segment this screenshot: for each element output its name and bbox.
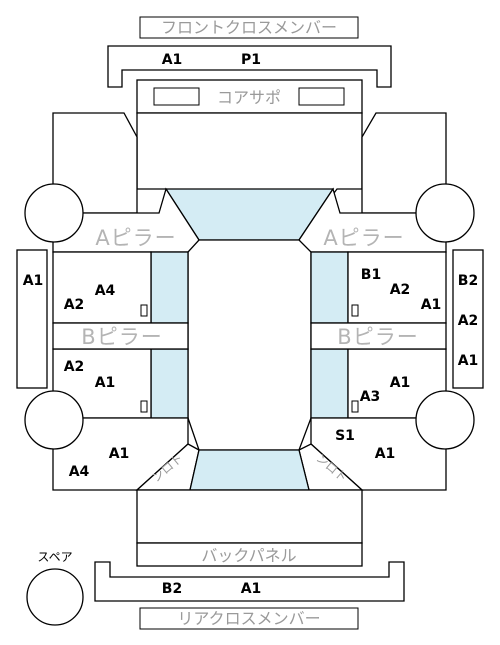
right-rear-window[interactable] xyxy=(310,348,349,419)
damage-code: A1 xyxy=(23,273,44,289)
rear-cross-member-label: リアクロスメンバー xyxy=(177,609,320,628)
damage-code: B1 xyxy=(361,267,381,283)
core-support-label: コアサポ xyxy=(217,88,281,107)
door-handle xyxy=(140,400,148,413)
left-b-pillar[interactable] xyxy=(52,322,189,350)
front-left-wheel[interactable] xyxy=(24,183,84,243)
damage-code: A1 xyxy=(95,375,116,391)
trunk[interactable] xyxy=(136,489,363,544)
front-right-wheel[interactable] xyxy=(415,183,475,243)
damage-code: P1 xyxy=(241,52,261,68)
right-front-window[interactable] xyxy=(310,251,349,324)
door-handle xyxy=(140,304,148,317)
damage-code: A1 xyxy=(390,375,411,391)
damage-code: A4 xyxy=(95,283,116,299)
damage-code: B2 xyxy=(458,273,478,289)
right-front-door[interactable] xyxy=(347,251,447,324)
roof[interactable] xyxy=(187,239,312,451)
right-b-pillar[interactable] xyxy=(310,322,447,350)
rear-left-wheel[interactable] xyxy=(24,390,84,450)
damage-code: A2 xyxy=(458,313,479,329)
damage-code: A1 xyxy=(241,581,262,597)
b-pillar-label-right: Bピラー xyxy=(337,325,418,349)
a-pillar-label-left: Aピラー xyxy=(95,226,176,250)
damage-code: B2 xyxy=(162,581,182,597)
damage-code: A1 xyxy=(162,52,183,68)
front-cross-member-box[interactable] xyxy=(139,16,359,39)
door-handle xyxy=(351,304,359,317)
headlight-right[interactable] xyxy=(298,87,345,106)
rear-window[interactable] xyxy=(189,449,310,491)
back-panel[interactable] xyxy=(136,542,363,567)
rear-cross-member-box[interactable] xyxy=(139,607,359,630)
damage-code: A2 xyxy=(64,297,85,313)
spare-label: スペア xyxy=(37,550,72,564)
damage-code: A4 xyxy=(69,464,90,480)
door-handle xyxy=(351,400,359,413)
rear-right-wheel[interactable] xyxy=(415,390,475,450)
damage-code: A1 xyxy=(109,446,130,462)
headlight-left[interactable] xyxy=(153,87,200,106)
b-pillar-label-left: Bピラー xyxy=(81,325,162,349)
right-rear-door[interactable] xyxy=(347,348,447,419)
spare-tire[interactable] xyxy=(26,568,84,626)
left-rear-door[interactable] xyxy=(52,348,152,419)
left-rear-window[interactable] xyxy=(150,348,189,419)
damage-code: S1 xyxy=(335,428,355,444)
right-side-sill[interactable] xyxy=(452,249,484,389)
left-side-sill[interactable] xyxy=(16,249,48,389)
front-cross-member-label: フロントクロスメンバー xyxy=(161,18,337,37)
damage-code: A1 xyxy=(375,446,396,462)
front-bumper[interactable] xyxy=(107,45,392,88)
back-panel-label: バックパネル xyxy=(201,546,296,565)
damage-code: A2 xyxy=(64,359,85,375)
damage-code: A2 xyxy=(390,282,411,298)
damage-code: A3 xyxy=(360,389,381,405)
damage-code: A1 xyxy=(421,297,442,313)
damage-code: A1 xyxy=(458,353,479,369)
left-front-window[interactable] xyxy=(150,251,189,324)
rear-bumper[interactable] xyxy=(94,561,405,602)
a-pillar-label-right: Aピラー xyxy=(323,226,404,250)
